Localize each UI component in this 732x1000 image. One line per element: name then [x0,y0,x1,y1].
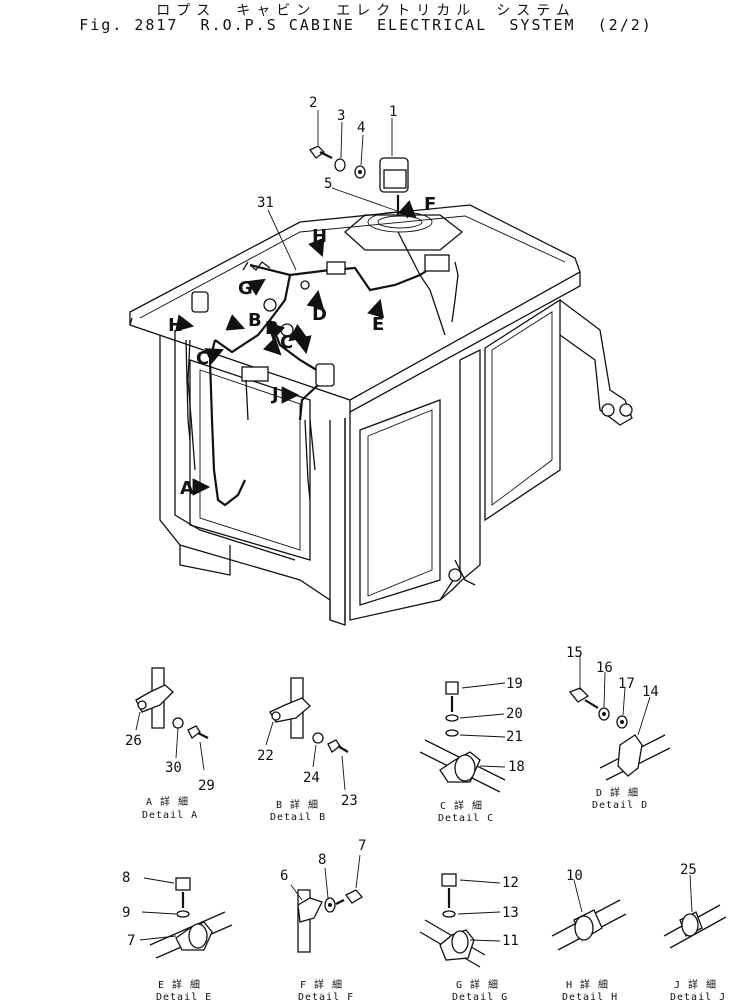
detail-d: 15 16 17 14 D 詳 細 Detail D [566,645,671,811]
detail-e: 8 9 7 E 詳 細 Detail E [122,870,233,1000]
detail-f: 6 8 7 F 詳 細 Detail F [280,838,366,1000]
wiper-motors [185,291,335,501]
part-6: 6 [280,868,288,884]
marker-h-top: H [312,226,327,247]
lamp-hardware [267,110,401,271]
cab-body [129,204,633,626]
detail-j: 25 J 詳 細 Detail J [663,862,727,1000]
marker-g: G [238,278,253,299]
detail-b: 22 24 23 B 詳 細 Detail B [257,677,358,823]
marker-d: D [312,304,327,325]
detail-e-en: Detail E [156,992,212,1000]
part-28: 26 [125,733,142,749]
detail-d-jp: D 詳 細 [596,786,639,799]
marker-b2: B [265,318,279,339]
marker-b1: B [248,310,262,331]
part-14: 12 [502,875,519,891]
detail-c-en: Detail C [438,813,494,824]
marker-j: J [270,384,279,405]
part-15: 13 [502,905,519,921]
part-25: 23 [341,793,358,809]
part-10: 8 [122,870,130,886]
detail-d-en: Detail D [592,800,648,811]
detail-a: 26 30 29 A 詳 細 Detail A [125,667,215,821]
part-3: 3 [337,108,345,124]
part-2: 2 [309,95,317,111]
top-part-numbers: 2 3 4 1 5 31 [257,95,397,211]
part-11: 9 [122,905,130,921]
part-5: 5 [324,176,332,192]
detail-a-en: Detail A [142,810,198,821]
part-27: 25 [680,862,697,878]
part-19: 17 [618,676,635,692]
part-29: 29 [198,778,215,794]
detail-f-en: Detail F [298,992,354,1000]
detail-markers: H G D E F B B H C C J A [168,194,436,499]
part-12: 10 [566,868,583,884]
detail-g: 12 13 11 G 詳 細 Detail G [419,873,519,1000]
detail-b-en: Detail B [270,812,326,823]
detail-f-jp: F 詳 細 [300,978,343,991]
detail-j-jp: J 詳 細 [674,978,717,991]
detail-a-jp: A 詳 細 [146,795,189,808]
part-17: 15 [566,645,583,661]
detail-c: 19 20 21 18 C 詳 細 Detail C [419,676,525,824]
part-7: 7 [358,838,366,854]
part-22: 20 [506,706,523,722]
part-20: 18 [508,759,525,775]
part-13: 11 [502,933,519,949]
marker-f: F [424,194,436,215]
part-24: 22 [257,748,274,764]
part-4: 4 [357,120,365,136]
title-japanese: ロプス キャビン エレクトリカル システム [156,3,576,19]
detail-g-jp: G 詳 細 [456,978,499,991]
detail-h-jp: H 詳 細 [566,978,609,991]
detail-h: 10 H 詳 細 Detail H [551,868,627,1000]
part-23: 21 [506,729,523,745]
part-30: 30 [165,760,182,776]
part-21: 19 [506,676,523,692]
marker-h-left: H [168,315,183,336]
detail-h-en: Detail H [562,992,618,1000]
part-1: 1 [389,104,397,120]
wiring-harness [187,231,459,507]
detail-g-en: Detail G [452,992,508,1000]
detail-c-jp: C 詳 細 [440,799,483,812]
part-9: 7 [127,933,135,949]
part-16: 14 [642,684,659,700]
marker-c-mid: C [280,332,293,353]
part-8: 8 [318,852,326,868]
part-26: 24 [303,770,320,786]
part-18: 16 [596,660,613,676]
marker-a: A [180,478,194,499]
title-english: Fig. 2817 R.O.P.S CABINE ELECTRICAL SYST… [79,16,653,34]
detail-j-en: Detail J [670,992,726,1000]
marker-e: E [372,314,384,335]
marker-c-left: C [196,348,209,369]
detail-b-jp: B 詳 細 [276,798,319,811]
detail-e-jp: E 詳 細 [158,978,201,991]
part-31: 31 [257,195,274,211]
